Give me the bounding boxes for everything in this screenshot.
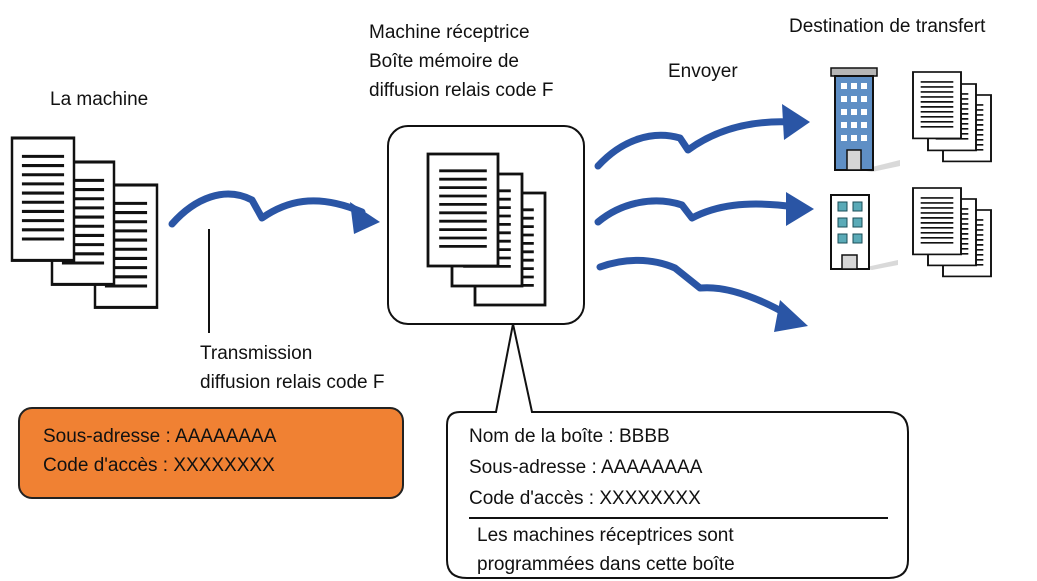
transmission-label-line-1: Transmission	[200, 343, 313, 364]
destination-label: Destination de transfert	[789, 16, 986, 37]
short-building-icon	[830, 194, 898, 270]
relay-machine-label-line-3: diffusion relais code F	[369, 80, 554, 101]
box-sub-address-text: Sous-adresse : AAAAAAAA	[469, 457, 703, 478]
destination-document-stack-icon-1	[912, 71, 992, 163]
arrowhead-send-2	[786, 192, 814, 226]
sender-sub-address: Sous-adresse : AAAAAAAA	[43, 426, 277, 447]
arrowhead-send-3	[774, 300, 808, 332]
source-document-stack-icon	[10, 136, 159, 309]
send-arrow-3	[596, 256, 794, 320]
incoming-transmission-arrow	[168, 190, 366, 228]
box-access-code-text: Code d'accès : XXXXXXXX	[469, 488, 701, 509]
box-note-line-2: programmées dans cette boîte	[477, 554, 735, 575]
box-note-line-1: Les machines réceptrices sont	[477, 525, 734, 546]
send-arrow-2	[594, 197, 799, 226]
destination-document-stack-icon-2	[912, 187, 992, 278]
box-settings-callout	[446, 323, 909, 579]
box-name-text: Nom de la boîte : BBBB	[469, 426, 670, 447]
sender-access-code: Code d'accès : XXXXXXXX	[43, 455, 275, 476]
relay-machine-label-line-1: Machine réceptrice	[369, 22, 530, 43]
relay-machine-label-line-2: Boîte mémoire de	[369, 51, 519, 72]
send-arrow-1	[594, 118, 794, 170]
arrowhead-incoming	[350, 202, 380, 234]
tall-office-building-icon	[830, 67, 900, 172]
sender-settings-box: Sous-adresse : AAAAAAAA Code d'accès : X…	[18, 407, 404, 499]
transmission-label-line-2: diffusion relais code F	[200, 372, 385, 393]
source-machine-label: La machine	[50, 89, 149, 110]
send-label: Envoyer	[668, 61, 738, 82]
arrowhead-send-1	[782, 104, 810, 140]
